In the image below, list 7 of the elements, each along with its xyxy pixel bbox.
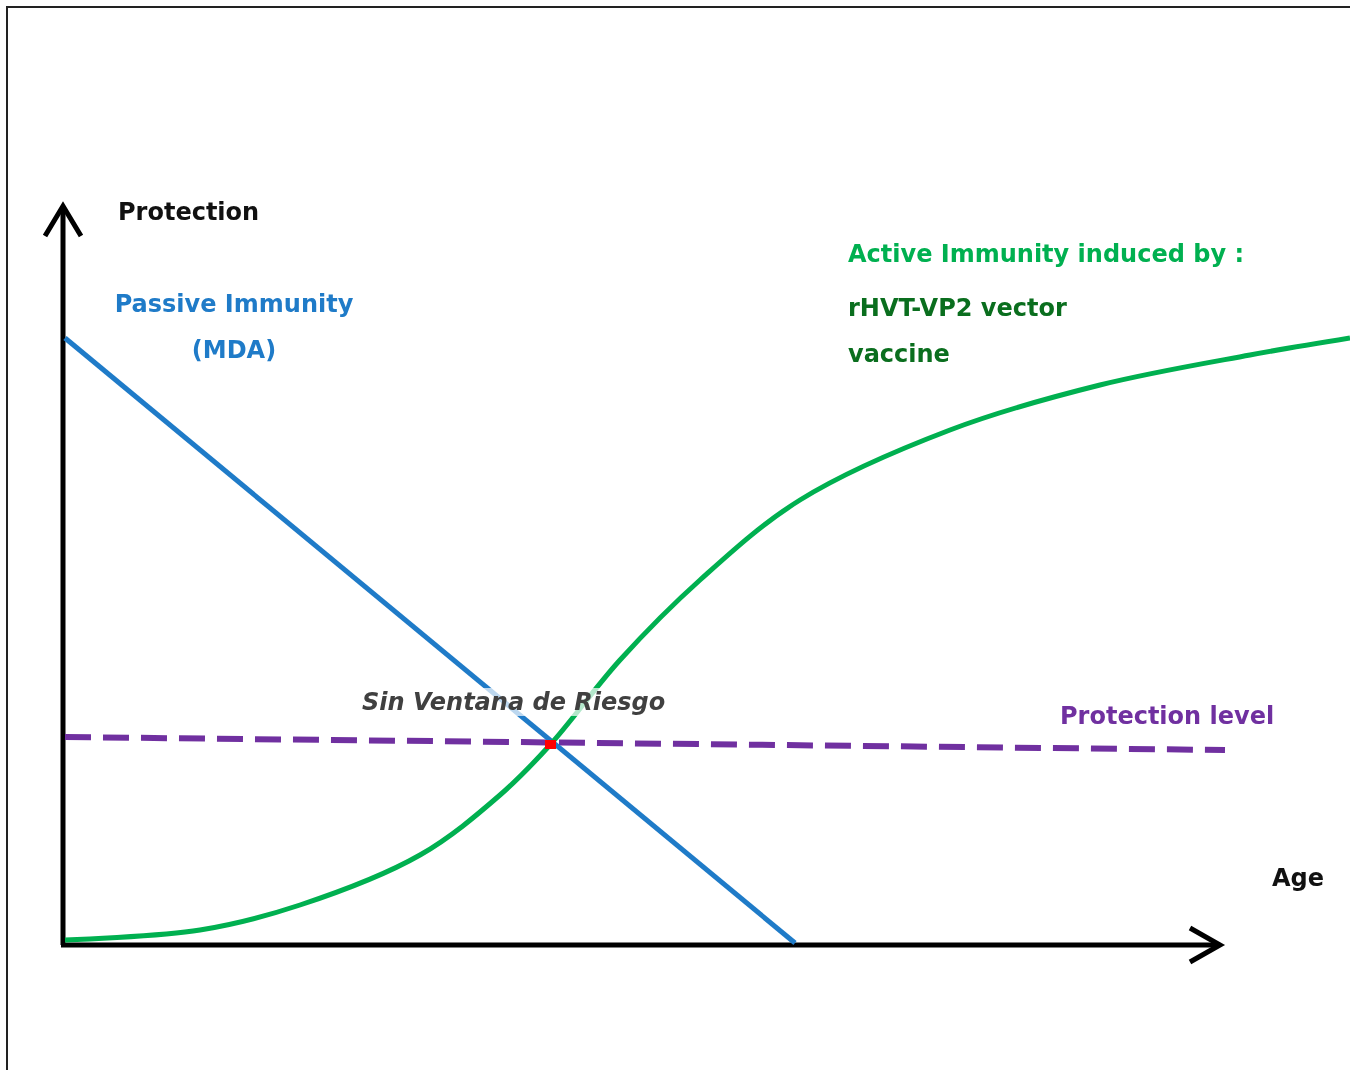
annotation-text: Sin Ventana de Riesgo bbox=[362, 688, 666, 716]
line-label: Protection level bbox=[1060, 702, 1275, 730]
curve-label: rHVT-VP2 vector vaccine bbox=[848, 293, 1068, 370]
axis-title: Age bbox=[1272, 864, 1325, 892]
axis-title: Protection bbox=[118, 198, 260, 226]
curve-label: Active Immunity induced by : bbox=[848, 240, 1244, 268]
curve-label: Passive Immunity (MDA) bbox=[113, 289, 355, 366]
